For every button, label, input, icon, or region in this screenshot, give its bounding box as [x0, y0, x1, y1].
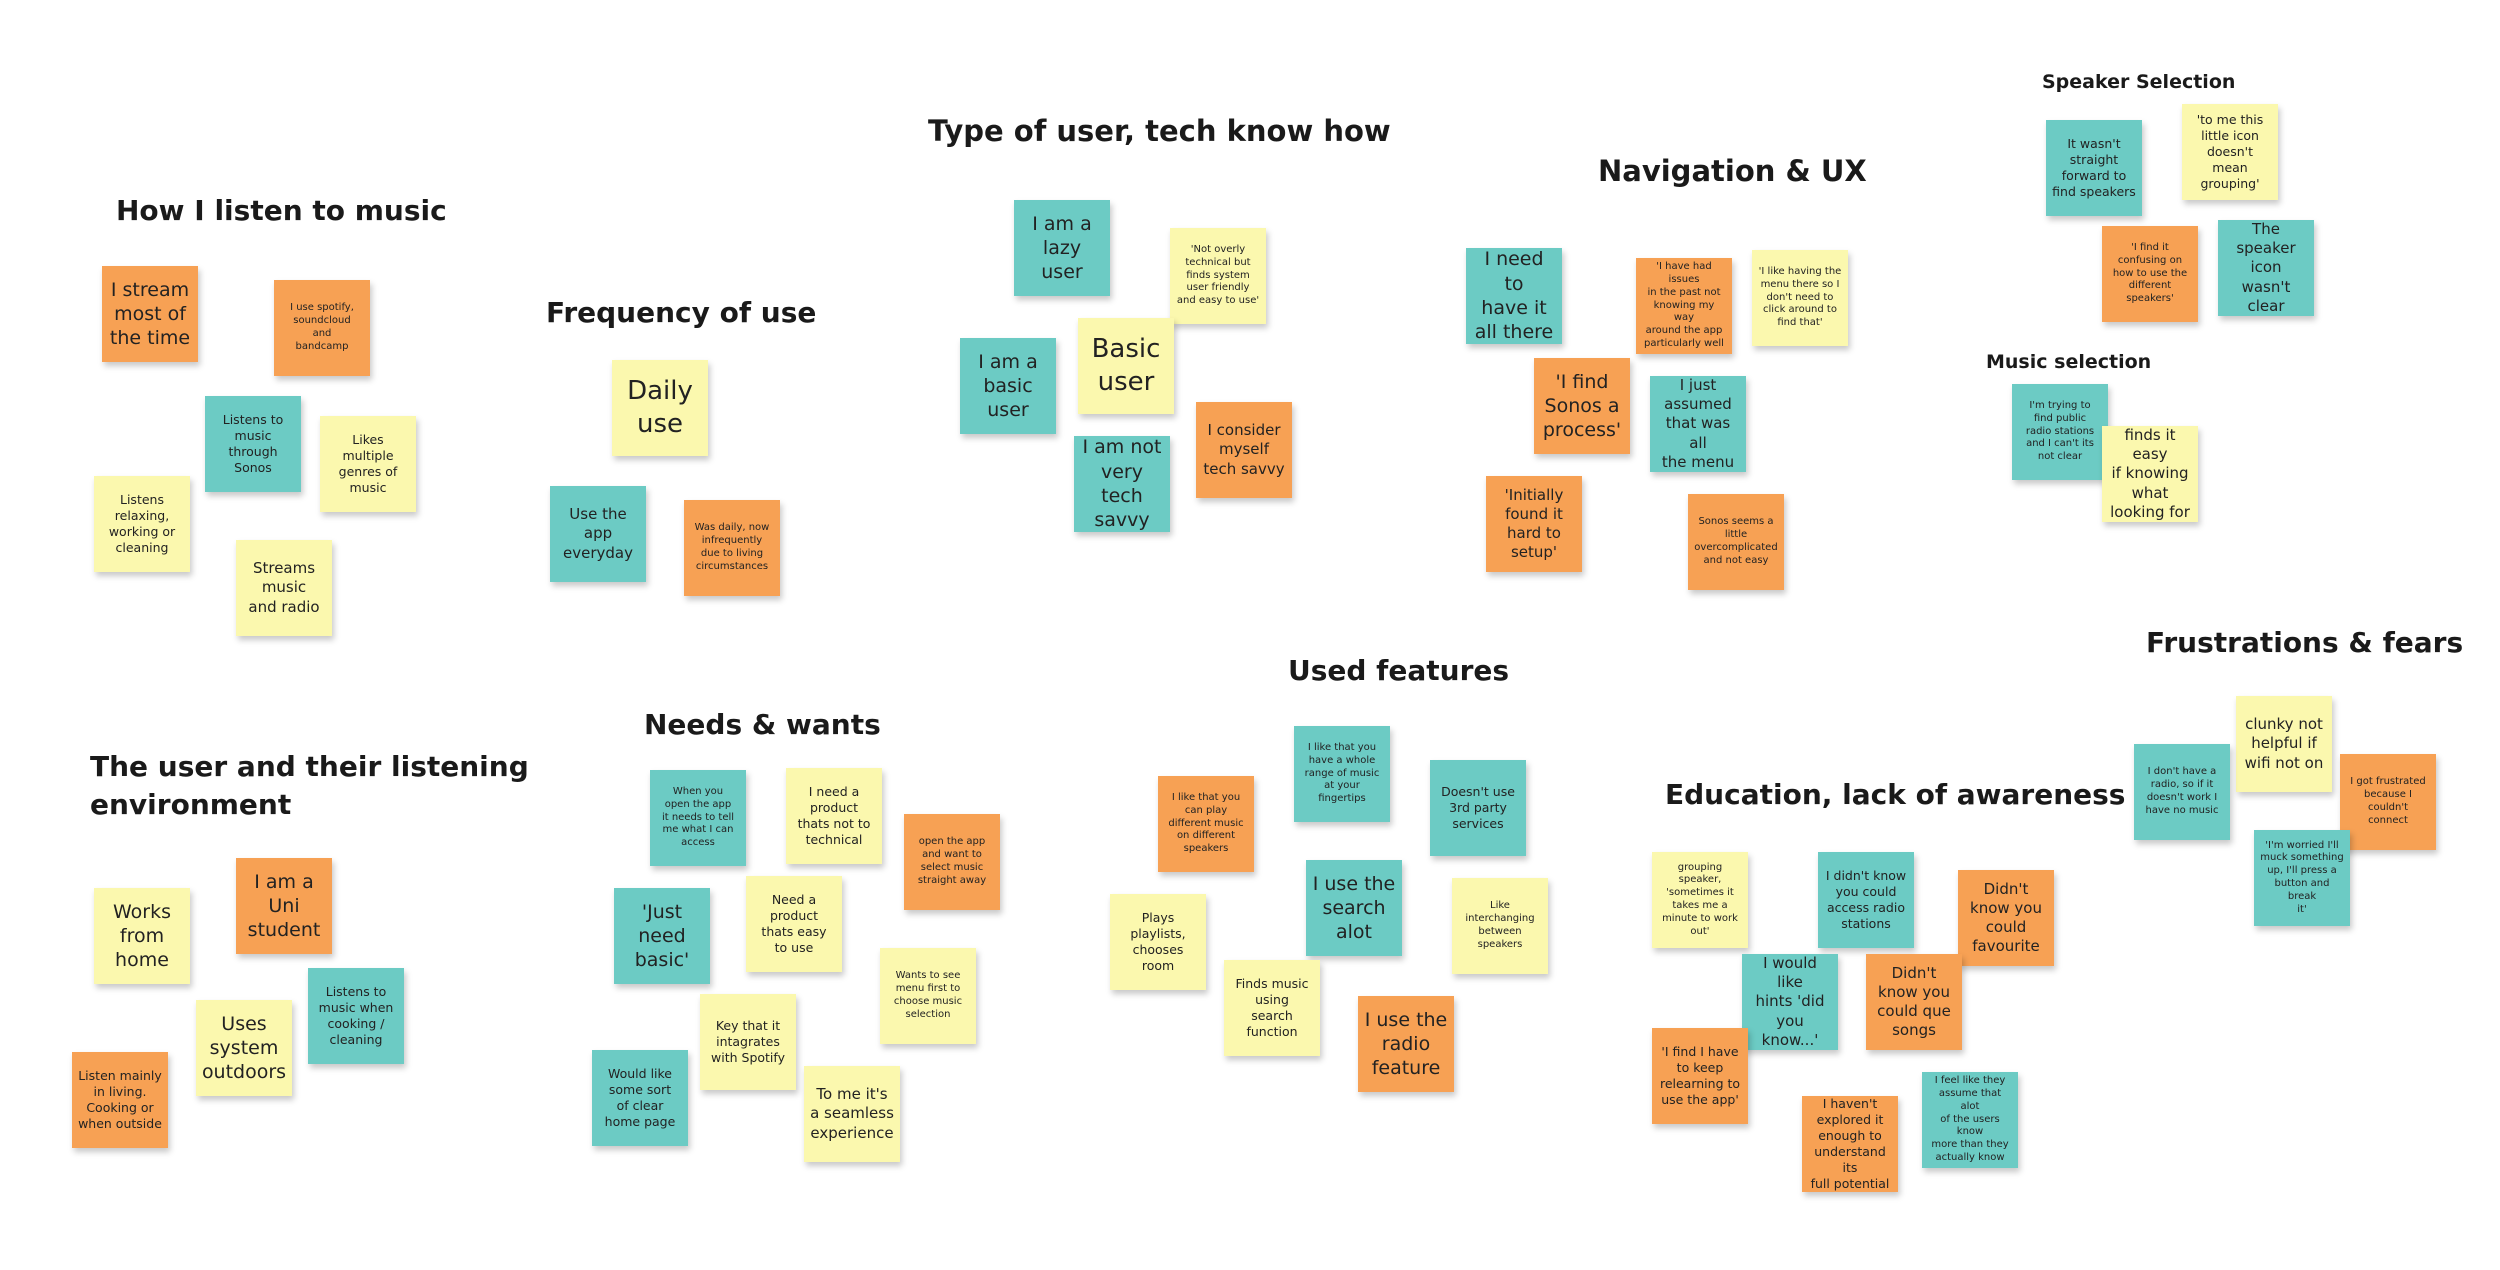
- sticky-note: I haven't explored it enough to understa…: [1802, 1096, 1898, 1192]
- sticky-note: I don't have a radio, so if it doesn't w…: [2134, 744, 2230, 840]
- heading-user-environment: The user and their listening environment: [90, 750, 529, 821]
- sticky-note: Key that it intagrates with Spotify: [700, 994, 796, 1090]
- sticky-note: Listen mainly in living. Cooking or when…: [72, 1052, 168, 1148]
- sticky-note: Streams music and radio: [236, 540, 332, 636]
- sticky-note: 'Not overly technical but finds system u…: [1170, 228, 1266, 324]
- sticky-note: Like interchanging between speakers: [1452, 878, 1548, 974]
- sticky-note: 'Just need basic': [614, 888, 710, 984]
- sticky-note: Didn't know you could que songs: [1866, 954, 1962, 1050]
- sticky-note: Likes multiple genres of music: [320, 416, 416, 512]
- sticky-note: 'I find it confusing on how to use the d…: [2102, 226, 2198, 322]
- sticky-note: finds it easy if knowing what looking fo…: [2102, 426, 2198, 522]
- sticky-note: Listens to music through Sonos: [205, 396, 301, 492]
- sticky-note: I use the search alot: [1306, 860, 1402, 956]
- sticky-note: Wants to see menu first to choose music …: [880, 948, 976, 1044]
- sticky-note: The speaker icon wasn't clear: [2218, 220, 2314, 316]
- sticky-note: Listens to music when cooking / cleaning: [308, 968, 404, 1064]
- heading-type-of-user: Type of user, tech know how: [928, 114, 1391, 148]
- sticky-note: Would like some sort of clear home page: [592, 1050, 688, 1146]
- sticky-note: grouping speaker, 'sometimes it takes me…: [1652, 852, 1748, 948]
- sticky-note: I use spotify, soundcloud and bandcamp: [274, 280, 370, 376]
- sticky-note: It wasn't straight forward to find speak…: [2046, 120, 2142, 216]
- sticky-note: Listens relaxing, working or cleaning: [94, 476, 190, 572]
- sticky-note: I consider myself tech savvy: [1196, 402, 1292, 498]
- sticky-note: clunky not helpful if wifi not on: [2236, 696, 2332, 792]
- sticky-note: 'I'm worried I'll muck something up, I'l…: [2254, 830, 2350, 926]
- sticky-note: I use the radio feature: [1358, 996, 1454, 1092]
- heading-used-features: Used features: [1288, 654, 1510, 687]
- sticky-note: I am a Uni student: [236, 858, 332, 954]
- sticky-note: Works from home: [94, 888, 190, 984]
- sticky-note: I need to have it all there: [1466, 248, 1562, 344]
- heading-navigation: Navigation & UX: [1598, 154, 1867, 188]
- heading-frustrations: Frustrations & fears: [2146, 626, 2464, 659]
- sticky-note: I would like hints 'did you know...': [1742, 954, 1838, 1050]
- sticky-note: Uses system outdoors: [196, 1000, 292, 1096]
- sticky-note: I got frustrated because I couldn't conn…: [2340, 754, 2436, 850]
- sticky-note: 'I like having the menu there so I don't…: [1752, 250, 1848, 346]
- sticky-note: Use the app everyday: [550, 486, 646, 582]
- sticky-note: Plays playlists, chooses room: [1110, 894, 1206, 990]
- heading-how-i-listen: How I listen to music: [116, 194, 447, 227]
- sticky-note: 'to me this little icon doesn't mean gro…: [2182, 104, 2278, 200]
- sticky-note: 'I find I have to keep relearning to use…: [1652, 1028, 1748, 1124]
- sticky-note: To me it's a seamless experience: [804, 1066, 900, 1162]
- sticky-note: I'm trying to find public radio stations…: [2012, 384, 2108, 480]
- sticky-note: Basic user: [1078, 318, 1174, 414]
- sticky-note: I stream most of the time: [102, 266, 198, 362]
- heading-frequency: Frequency of use: [546, 296, 817, 329]
- sticky-note: I am a basic user: [960, 338, 1056, 434]
- sticky-note: Daily use: [612, 360, 708, 456]
- sticky-note: I feel like they assume that alot of the…: [1922, 1072, 2018, 1168]
- heading-needs-wants: Needs & wants: [644, 708, 881, 741]
- sticky-note: Finds music using search function: [1224, 960, 1320, 1056]
- heading-education: Education, lack of awareness: [1665, 778, 2126, 811]
- sticky-note: I like that you have a whole range of mu…: [1294, 726, 1390, 822]
- sticky-note: 'Initially found it hard to setup': [1486, 476, 1582, 572]
- sticky-note: I didn't know you could access radio sta…: [1818, 852, 1914, 948]
- sticky-note: Didn't know you could favourite: [1958, 870, 2054, 966]
- sticky-note: Doesn't use 3rd party services: [1430, 760, 1526, 856]
- sticky-note: I need a product thats not to technical: [786, 768, 882, 864]
- sticky-note: open the app and want to select music st…: [904, 814, 1000, 910]
- sticky-note: I am not very tech savvy: [1074, 436, 1170, 532]
- heading-speaker-selection: Speaker Selection: [2042, 71, 2236, 93]
- heading-music-selection: Music selection: [1986, 351, 2152, 373]
- sticky-note: 'I find Sonos a process': [1534, 358, 1630, 454]
- sticky-note: Need a product thats easy to use: [746, 876, 842, 972]
- sticky-note: Was daily, now infrequently due to livin…: [684, 500, 780, 596]
- sticky-note: Sonos seems a little overcomplicated and…: [1688, 494, 1784, 590]
- sticky-note: When you open the app it needs to tell m…: [650, 770, 746, 866]
- sticky-note: I like that you can play different music…: [1158, 776, 1254, 872]
- sticky-note: 'I have had issues in the past not knowi…: [1636, 258, 1732, 354]
- sticky-note: I am a lazy user: [1014, 200, 1110, 296]
- sticky-note: I just assumed that was all the menu: [1650, 376, 1746, 472]
